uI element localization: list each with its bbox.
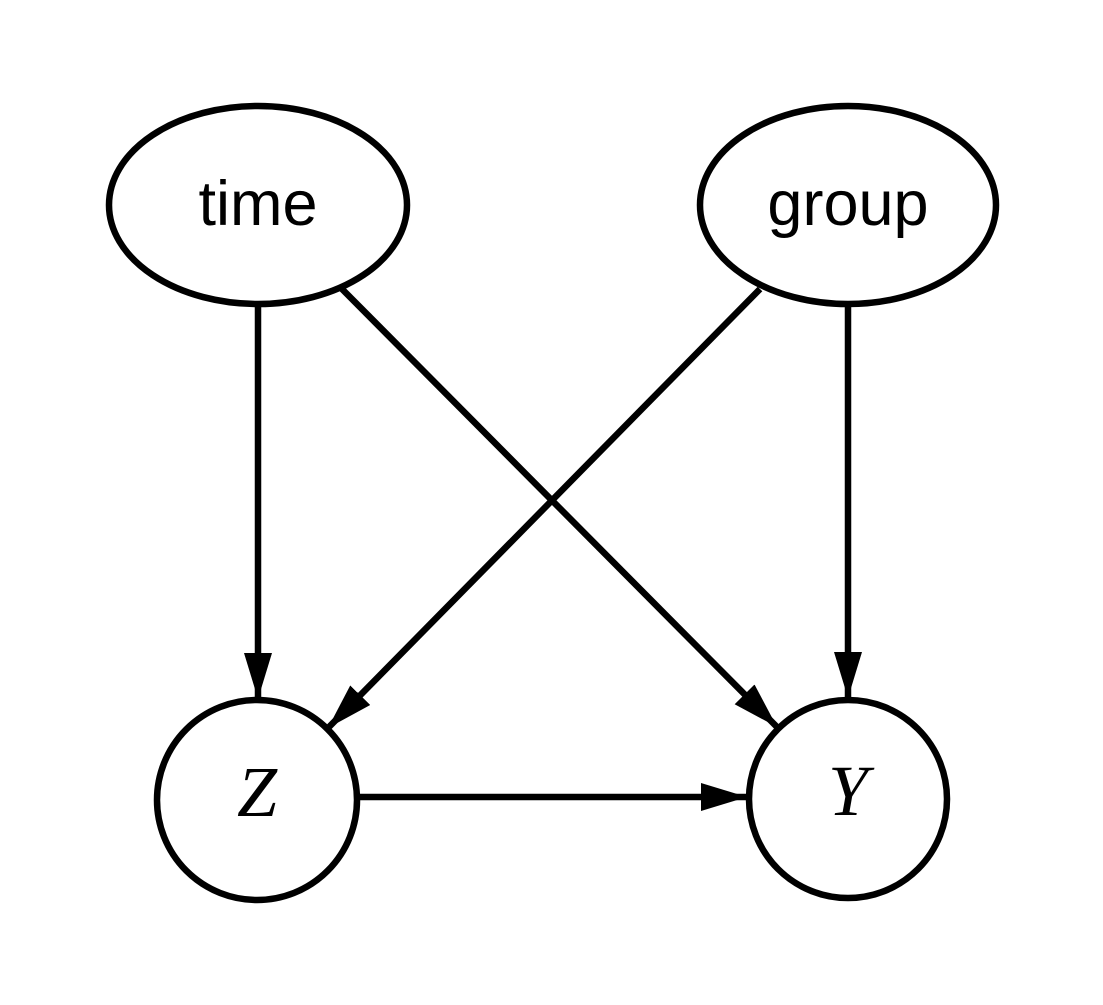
node-Y: Y [745, 696, 951, 902]
node-time: time [105, 102, 411, 308]
node-Y-label: Y [828, 751, 875, 831]
node-group: group [696, 102, 1000, 308]
node-Z-label: Z [237, 752, 278, 832]
node-Z: Z [153, 696, 361, 904]
node-group-label: group [767, 169, 928, 239]
edge-group-to-Z [325, 286, 763, 731]
node-Y-shape [745, 696, 951, 902]
edge-time-to-Y [339, 286, 780, 730]
node-time-label: time [198, 169, 317, 239]
